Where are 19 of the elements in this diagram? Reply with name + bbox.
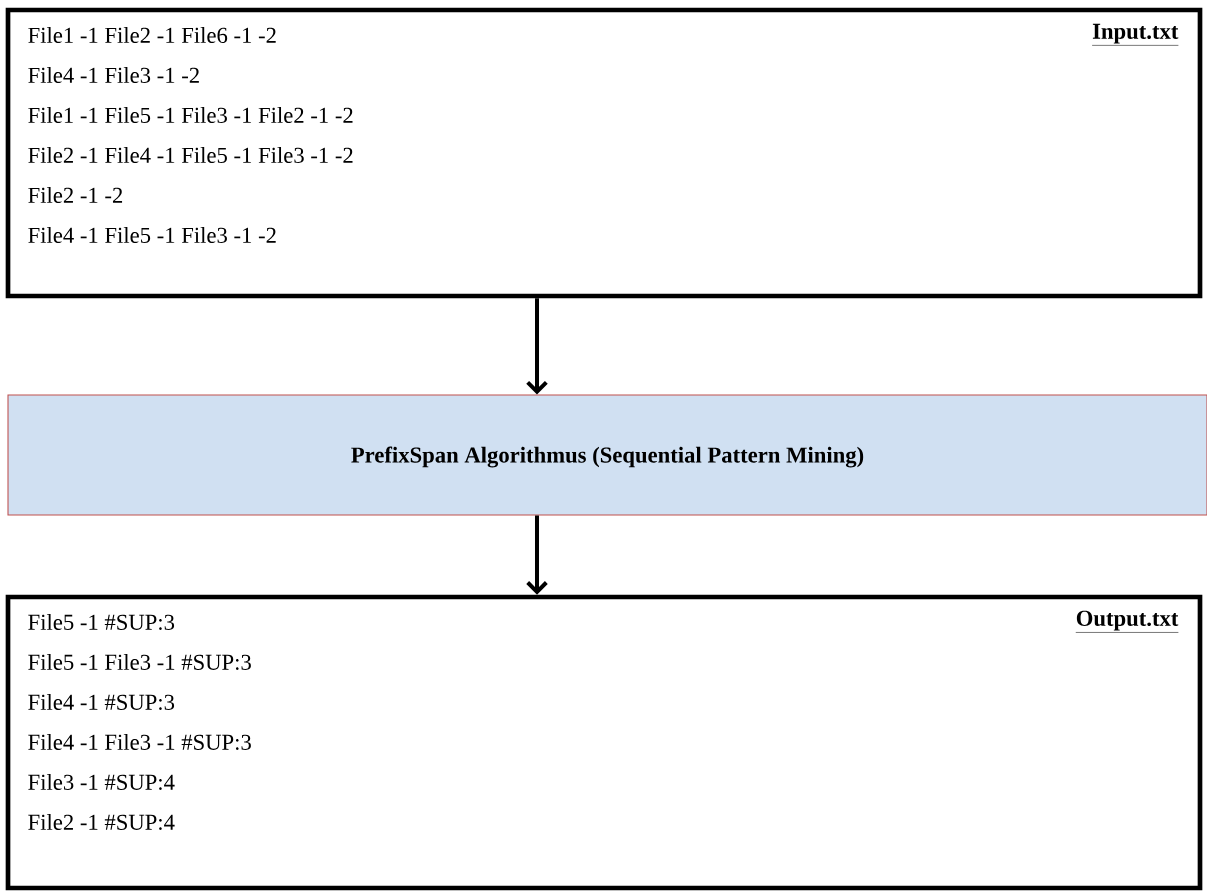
file-line: File5 -1 #SUP:3	[28, 613, 175, 630]
file-line: File5 -1 File3 -1 #SUP:3	[28, 653, 251, 670]
file-box	[5, 7, 1203, 299]
file-heading: Input.txt	[1091, 23, 1179, 46]
file-line: File4 -1 #SUP:3	[28, 693, 175, 710]
arrow	[526, 515, 548, 595]
file-line: File4 -1 File5 -1 File3 -1 -2	[28, 227, 276, 243]
file-line: File1 -1 File5 -1 File3 -1 File2 -1 -2	[28, 107, 353, 123]
file-line: File2 -1 -2	[28, 187, 123, 203]
file-line: File2 -1 File4 -1 File5 -1 File3 -1 -2	[28, 147, 353, 163]
file-heading: Output.txt	[1075, 610, 1179, 633]
file-line: File3 -1 #SUP:4	[28, 773, 175, 790]
file-line: File4 -1 File3 -1 #SUP:3	[28, 733, 251, 750]
arrow	[526, 298, 548, 395]
file-line: File4 -1 File3 -1 -2	[28, 67, 199, 83]
file-line: File1 -1 File2 -1 File6 -1 -2	[28, 27, 276, 43]
file-box	[5, 594, 1203, 891]
process-box: PrefixSpan Algorithmus (Sequential Pattern Mining)	[7, 394, 1207, 516]
file-line: File2 -1 #SUP:4	[28, 813, 175, 830]
